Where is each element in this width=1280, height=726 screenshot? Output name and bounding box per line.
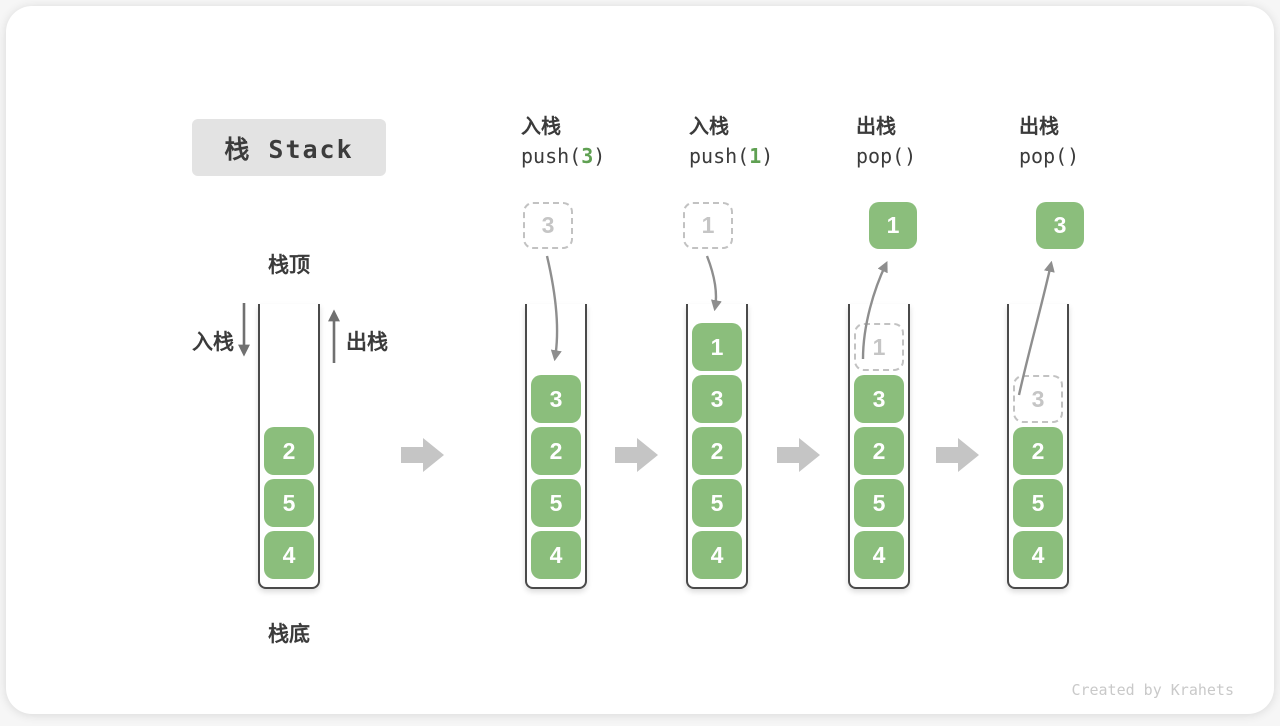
floating-item-push3: 3 [523, 202, 573, 249]
code-post: ) [904, 144, 917, 168]
code-post: ) [761, 144, 774, 168]
step-arrow-icon [936, 438, 979, 472]
stack-top-label: 栈顶 [268, 254, 310, 277]
stack-container-1: 2 5 4 [258, 304, 320, 589]
step-code: push(1) [689, 140, 859, 172]
code-arg: 1 [749, 144, 762, 168]
stack-item: 4 [854, 531, 904, 579]
code-post: ) [1067, 144, 1080, 168]
code-pre: push( [689, 144, 750, 168]
stack-item: 5 [1013, 479, 1063, 527]
step-code: push(3) [521, 140, 691, 172]
stack-item: 4 [531, 531, 581, 579]
stack-container-2: 3 2 5 4 [525, 304, 587, 589]
push-curve-arrow-icon [705, 255, 722, 312]
step-name: 入栈 [521, 116, 561, 138]
page-title: 栈 Stack [224, 134, 354, 164]
stack-item: 4 [692, 531, 742, 579]
stack-bottom-label: 栈底 [268, 623, 310, 646]
stack-item: 5 [264, 479, 314, 527]
step-heading-pop3: 出栈 pop() [1019, 114, 1189, 172]
code-pre: push( [521, 144, 582, 168]
stack-item: 5 [531, 479, 581, 527]
step-name: 出栈 [856, 116, 896, 138]
code-pre: pop( [1019, 144, 1068, 168]
step-arrow-icon [777, 438, 820, 472]
floating-item-popped1: 1 [869, 202, 917, 249]
step-code: pop() [856, 140, 1026, 172]
stack-item: 2 [531, 427, 581, 475]
step-heading-push3: 入栈 push(3) [521, 114, 691, 172]
code-arg: 3 [581, 144, 594, 168]
push-label: 入栈 [192, 331, 234, 354]
floating-item-popped3: 3 [1036, 202, 1084, 249]
stack-item: 1 [692, 323, 742, 371]
step-arrow-icon [401, 438, 444, 472]
stack-item: 5 [692, 479, 742, 527]
stack-item: 2 [854, 427, 904, 475]
stack-item: 3 [854, 375, 904, 423]
stack-item: 3 [692, 375, 742, 423]
stack-item: 2 [264, 427, 314, 475]
step-name: 出栈 [1019, 116, 1059, 138]
code-pre: pop( [856, 144, 905, 168]
stack-item: 4 [264, 531, 314, 579]
diagram-card: 栈 Stack 栈顶 栈底 入栈 出栈 入栈 push(3) 入栈 push(1… [6, 6, 1274, 714]
stack-container-5: 3 2 5 4 [1007, 304, 1069, 589]
stack-item-ghost: 3 [1013, 375, 1063, 423]
stack-container-3: 1 3 2 5 4 [686, 304, 748, 589]
stack-container-4: 1 3 2 5 4 [848, 304, 910, 589]
stack-item: 5 [854, 479, 904, 527]
stack-item: 2 [1013, 427, 1063, 475]
stack-item: 4 [1013, 531, 1063, 579]
title-box: 栈 Stack [192, 119, 386, 176]
stack-item-ghost: 1 [854, 323, 904, 371]
step-arrow-icon [615, 438, 658, 472]
watermark: Created by Krahets [1071, 681, 1234, 699]
step-heading-push1: 入栈 push(1) [689, 114, 859, 172]
code-post: ) [593, 144, 606, 168]
stack-item: 2 [692, 427, 742, 475]
step-heading-pop1: 出栈 pop() [856, 114, 1026, 172]
stack-item: 3 [531, 375, 581, 423]
step-code: pop() [1019, 140, 1189, 172]
step-name: 入栈 [689, 116, 729, 138]
pop-label: 出栈 [346, 331, 388, 354]
floating-item-push1: 1 [683, 202, 733, 249]
